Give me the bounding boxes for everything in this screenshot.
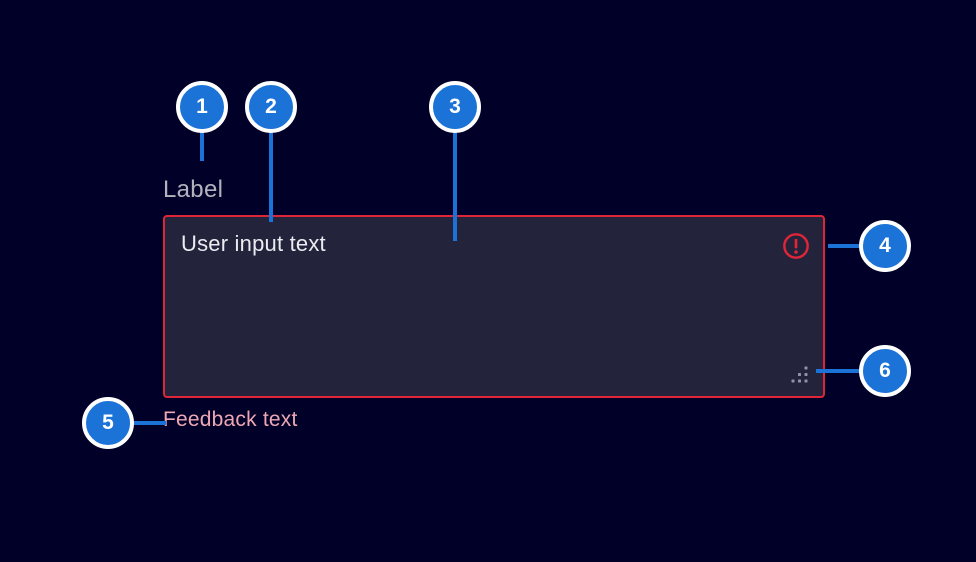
connector-line-1 (200, 130, 204, 161)
callout-badge-3: 3 (429, 81, 481, 133)
feedback-text: Feedback text (163, 408, 298, 431)
textarea-field[interactable]: User input text (163, 215, 825, 398)
connector-line-6 (816, 369, 863, 373)
resize-grip-icon[interactable] (791, 366, 810, 385)
connector-line-4 (828, 244, 863, 248)
connector-line-5 (130, 421, 166, 425)
callout-badge-6: 6 (859, 345, 911, 397)
alert-circle-icon (782, 232, 810, 260)
field-label: Label (163, 176, 224, 203)
callout-badge-5: 5 (82, 397, 134, 449)
textarea-value: User input text (181, 231, 326, 256)
callout-badge-2: 2 (245, 81, 297, 133)
connector-line-3 (453, 130, 457, 241)
connector-line-2 (269, 130, 273, 222)
callout-badge-4: 4 (859, 220, 911, 272)
callout-badge-1: 1 (176, 81, 228, 133)
